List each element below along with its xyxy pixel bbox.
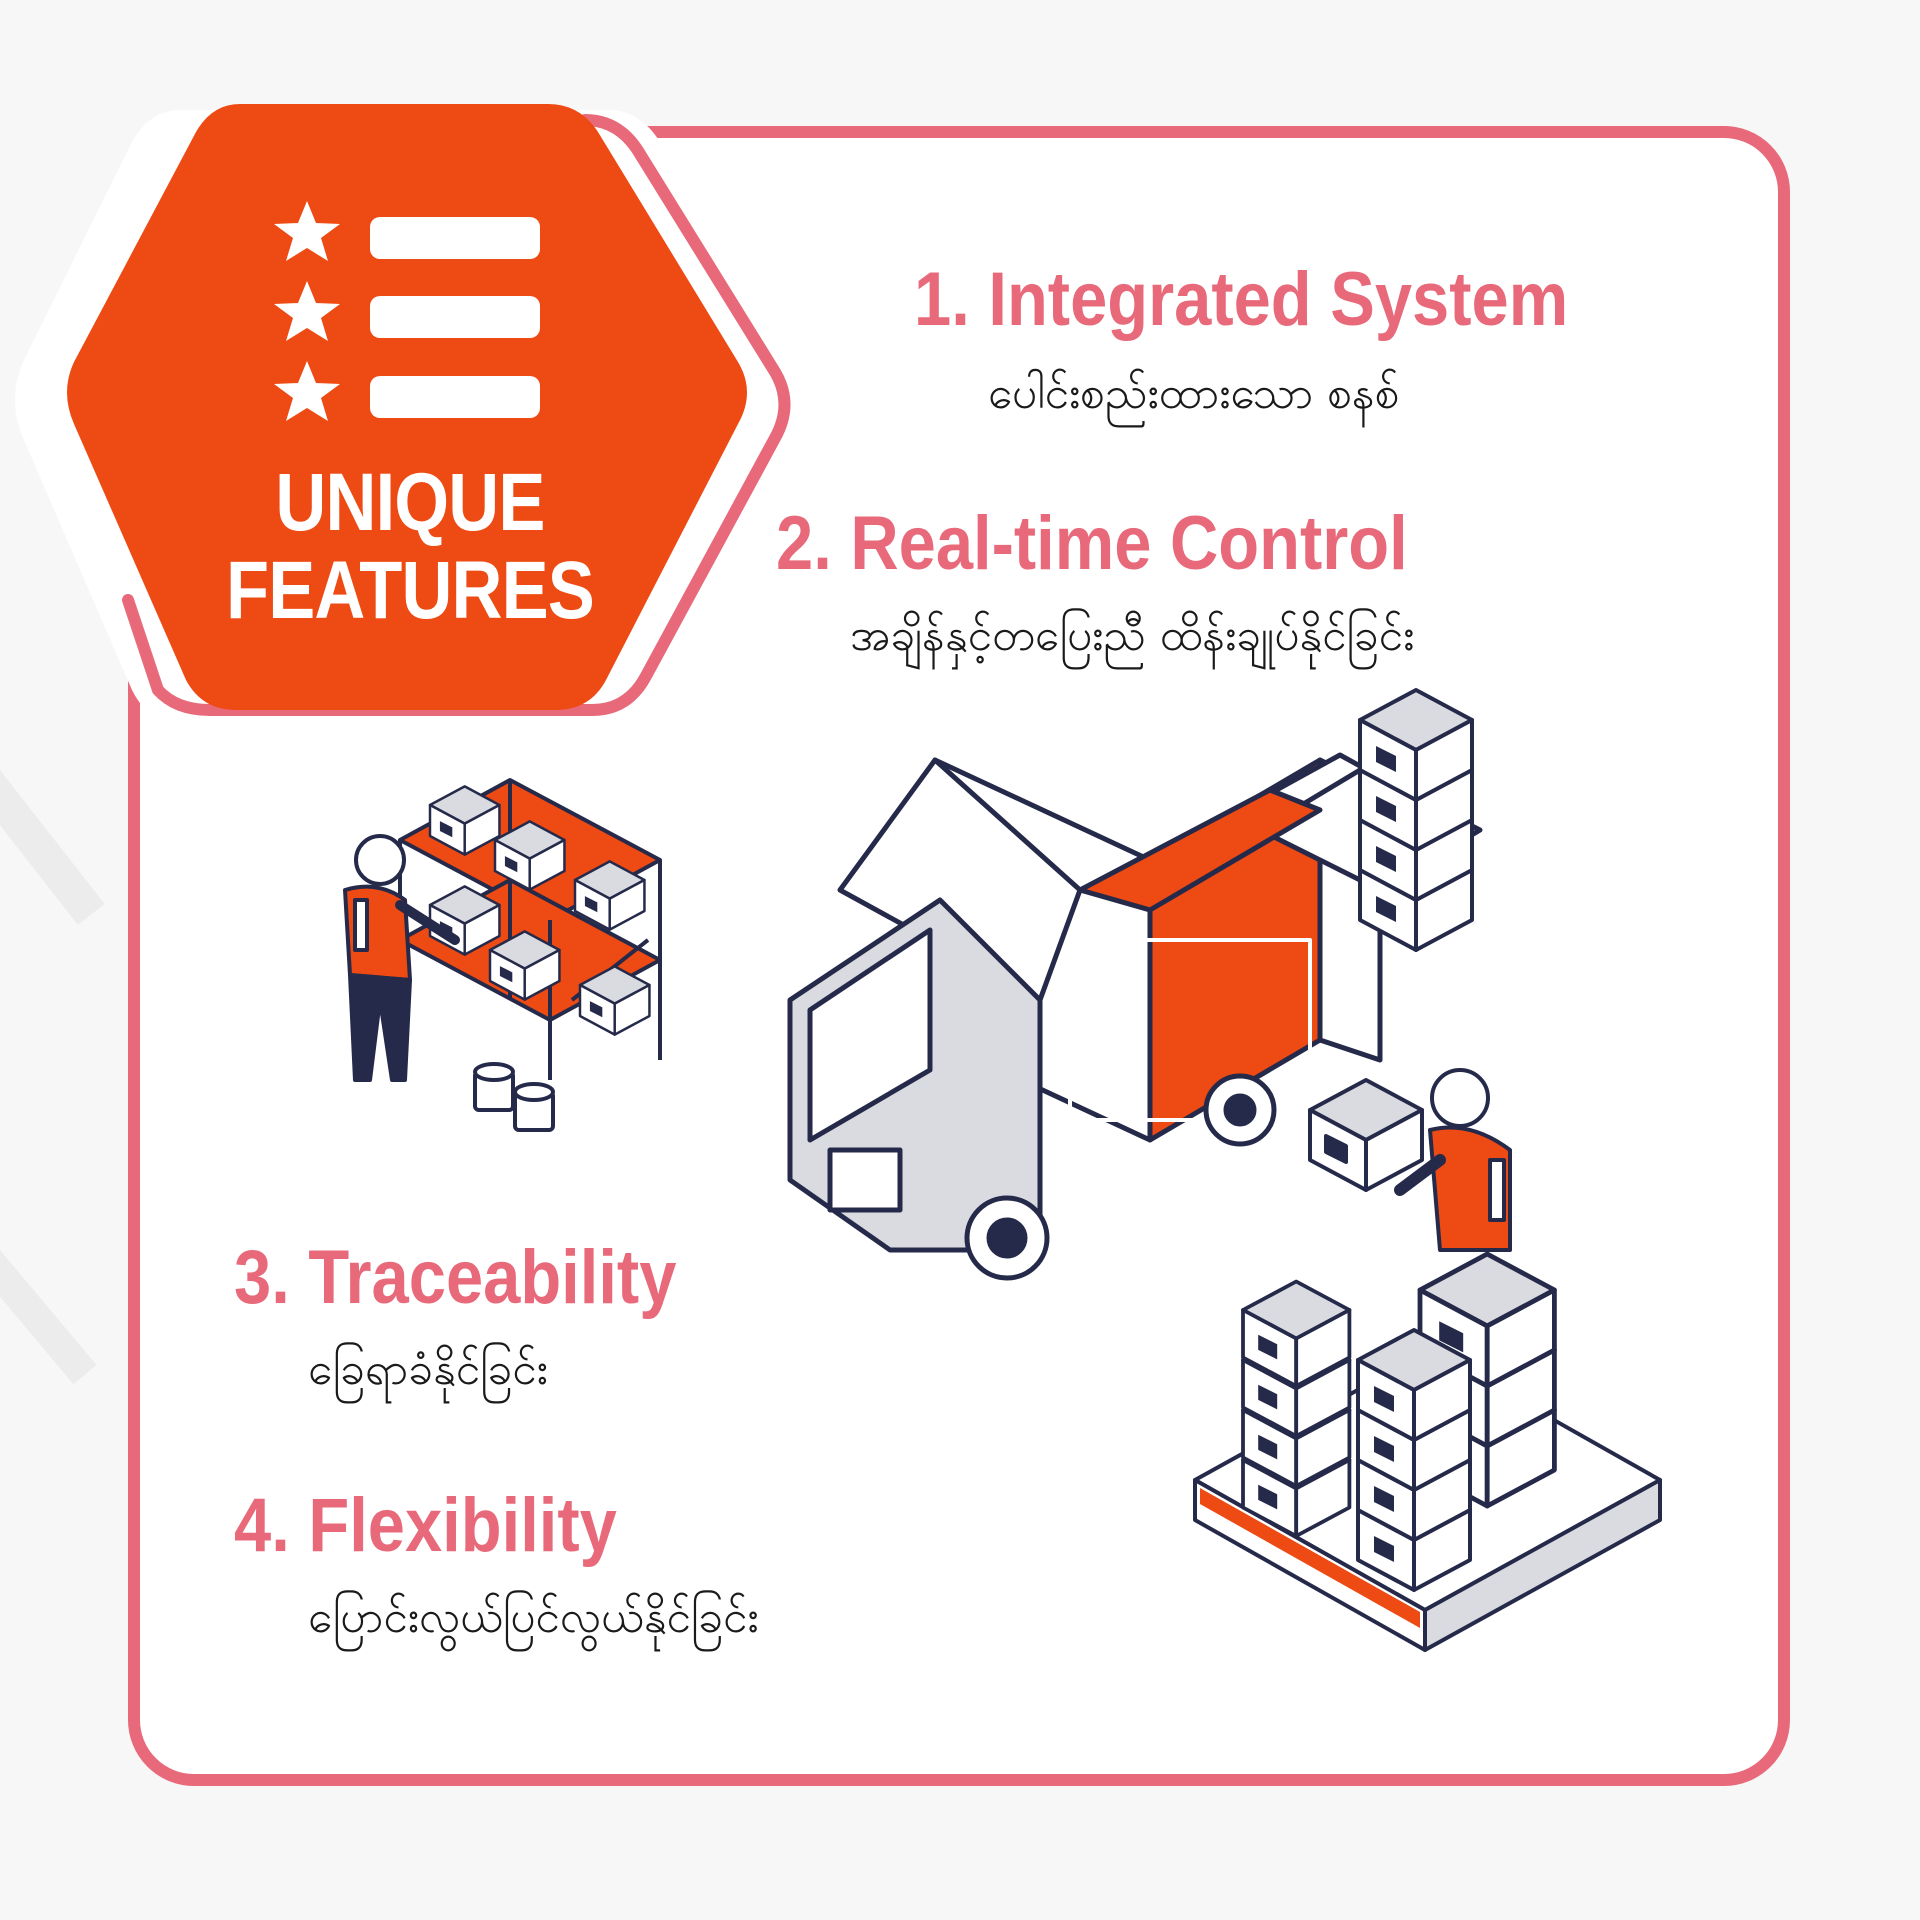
worker-left — [343, 834, 460, 1082]
badge-outline — [122, 114, 791, 716]
star-icon — [274, 361, 340, 421]
truck-grille — [827, 1147, 903, 1213]
feature-1-subtitle: ပေါင်းစည်းထားသော စနစ် — [988, 368, 1400, 419]
list-line — [370, 376, 540, 418]
truck-windshield — [807, 927, 933, 1143]
paint-cans — [473, 1062, 555, 1132]
list-line — [370, 296, 540, 338]
star-icon — [274, 281, 340, 341]
badge-title-line2: FEATURES — [226, 545, 595, 636]
list-line — [370, 217, 540, 259]
feature-2-subtitle: အချိန်နှင့်တပြေးညီ ထိန်းချုပ်နိုင်ခြင်း — [850, 610, 1415, 661]
feature-4-title: 4. Flexibility — [234, 1483, 617, 1568]
boxes-on-pallet — [1193, 1254, 1662, 1652]
delivery-truck — [787, 752, 1483, 1281]
carried-box — [1308, 1078, 1424, 1192]
feature-4-subtitle: ပြောင်းလွယ်ပြင်လွယ်နိုင်ခြင်း — [308, 1592, 759, 1643]
feature-2-title: 2. Real-time Control — [776, 501, 1408, 586]
truck-side-panel — [1068, 938, 1312, 1122]
star-list-icon — [274, 201, 540, 421]
feature-1-title: 1. Integrated System — [914, 257, 1569, 342]
worker-carrying-box — [1308, 1068, 1512, 1252]
badge-title-line1: UNIQUE — [275, 457, 545, 548]
feature-3-subtitle: ခြေရာခံနိုင်ခြင်း — [308, 1344, 548, 1395]
warehouse-shelf-worker — [343, 778, 662, 1132]
truck-box-stack — [1358, 688, 1474, 952]
feature-3-title: 3. Traceability — [234, 1235, 677, 1320]
star-icon — [274, 201, 340, 261]
